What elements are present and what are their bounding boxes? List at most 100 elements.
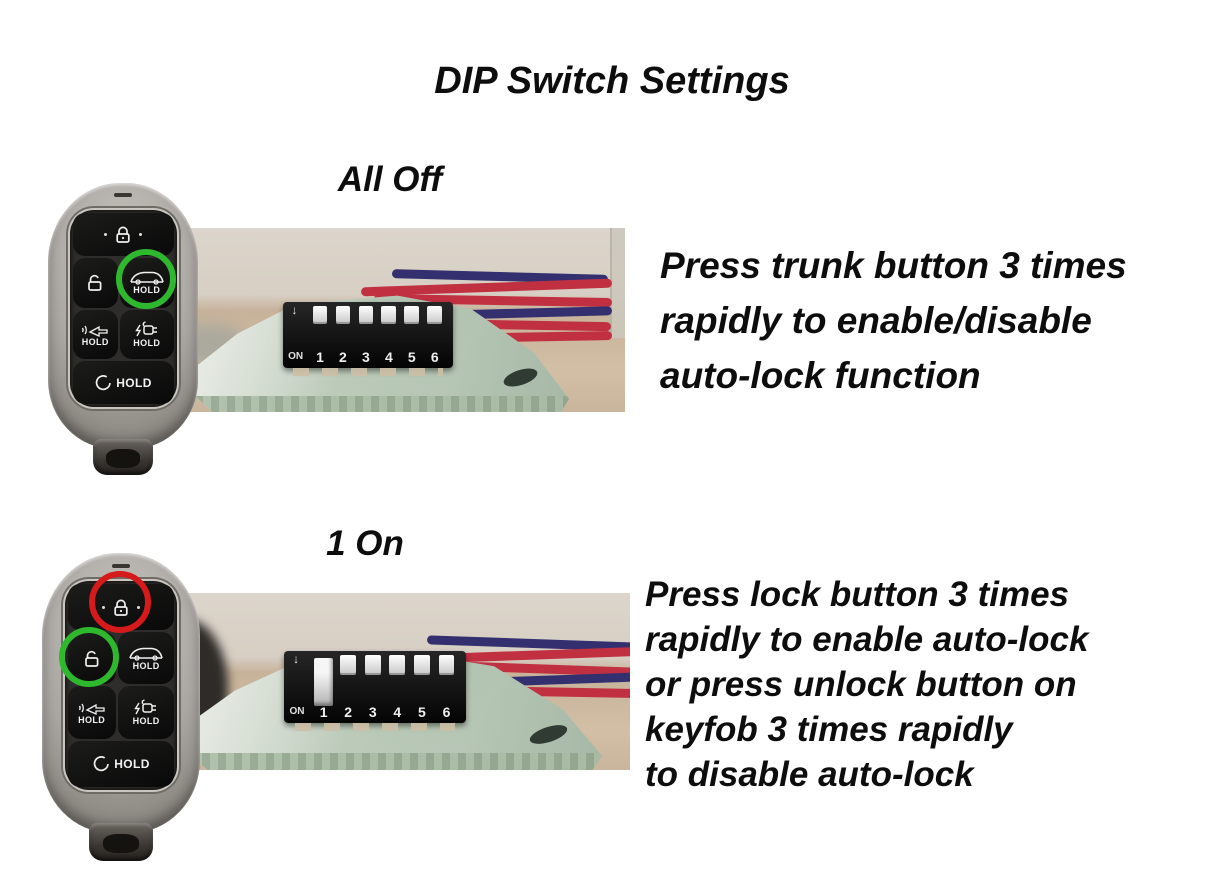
keyfob-row-3: HOLD HOLD (67, 686, 175, 740)
keyfob-lanyard-slot (111, 563, 131, 568)
horn-icon (78, 703, 105, 716)
dip-switch-6: 6 (434, 651, 459, 723)
dip-switch-row: 1 2 3 4 5 6 (311, 651, 458, 723)
unlock-button (72, 257, 119, 308)
dip-actuator-2 (340, 655, 357, 676)
dip-number: 6 (430, 349, 439, 366)
instruction-text-all-off: Press trunk button 3 times rapidly to en… (660, 238, 1127, 403)
keyfob-button-panel: HOLD HOLD (67, 207, 179, 410)
instruction-line: auto-lock function (660, 355, 981, 396)
trunk-highlight-ring (116, 249, 176, 309)
dip-switch-6: 6 (423, 302, 446, 368)
dip-actuator-3 (364, 655, 381, 676)
hold-label: HOLD (132, 716, 160, 727)
section-label-all-off: All Off (337, 160, 443, 199)
section-label-1-on: 1 On (326, 524, 404, 563)
instruction-line: Press trunk button 3 times (660, 245, 1127, 286)
keyfob-lanyard-slot (114, 193, 132, 198)
dip-number: 5 (418, 704, 426, 721)
dip-number: 6 (442, 704, 451, 721)
dip-number: 2 (339, 349, 347, 366)
dip-on-arrow: ↓ (293, 652, 300, 667)
dot (104, 232, 107, 236)
dip-on-label: ON (289, 705, 305, 717)
panic-button: HOLD (72, 309, 119, 360)
panic-button: HOLD (67, 686, 116, 740)
dip-switch-2: 2 (331, 302, 354, 368)
dip-actuator-5 (404, 305, 420, 325)
keyfob-key-release (93, 438, 153, 475)
dip-number: 5 (407, 349, 416, 366)
instruction-line: rapidly to enable/disable (660, 300, 1092, 341)
board-edge-texture (178, 753, 602, 770)
dip-number: 2 (344, 704, 353, 721)
dot (139, 232, 142, 236)
dip-actuator-4 (381, 305, 397, 325)
hold-label: HOLD (114, 756, 150, 771)
dip-switch-3: 3 (360, 651, 385, 723)
charge-button: HOLD (120, 309, 174, 360)
hold-label: HOLD (78, 715, 106, 726)
lock-icon (116, 226, 130, 243)
dip-actuator-6 (427, 305, 443, 325)
board-edge-texture (185, 396, 569, 412)
unlock-icon (88, 275, 102, 292)
dip-on-arrow: ↓ (291, 302, 298, 317)
horn-icon (82, 325, 108, 337)
dip-switch-1: 1 (309, 302, 332, 368)
lock-button (72, 212, 174, 256)
instruction-line: Press lock button 3 times (645, 575, 1070, 614)
dip-number: 1 (319, 704, 328, 721)
wall-corner (610, 228, 625, 339)
dip-number: 4 (384, 349, 393, 366)
dip-switch-block: ↓ ON 1 2 3 4 5 (284, 651, 466, 731)
trunk-button: HOLD (117, 631, 175, 685)
dip-actuator-3 (358, 305, 374, 325)
instruction-line: rapidly to enable auto-lock (645, 620, 1089, 659)
trunk-car-icon (129, 647, 163, 661)
remote-start-icon (95, 374, 111, 390)
keyfob-all-off: HOLD HOLD (48, 183, 198, 475)
instruction-text-1-on: Press lock button 3 times rapidly to ena… (645, 572, 1088, 797)
instruction-line: or press unlock button on (645, 665, 1077, 704)
instruction-line: keyfob 3 times rapidly (645, 710, 1013, 749)
hold-label: HOLD (132, 660, 160, 671)
lock-highlight-ring (89, 571, 151, 633)
dip-switch-1: 1 (311, 651, 336, 723)
dip-switch-block: ↓ ON 1 2 3 4 5 (283, 302, 453, 376)
keyfob-key-release (89, 822, 153, 861)
dip-actuator-6 (438, 655, 455, 676)
dip-actuator-1 (312, 305, 328, 325)
charger-plug-icon (134, 321, 157, 337)
dip-actuator-4 (389, 655, 406, 676)
dip-number: 4 (393, 704, 402, 721)
dip-switch-5: 5 (410, 651, 435, 723)
charge-button: HOLD (117, 686, 175, 740)
instruction-line: to disable auto-lock (645, 755, 974, 794)
hold-label: HOLD (116, 375, 152, 390)
dip-switch-4: 4 (385, 651, 410, 723)
dip-switch-4: 4 (377, 302, 400, 368)
unlock-highlight-ring (59, 627, 119, 687)
hold-label: HOLD (133, 337, 161, 348)
dip-actuator-2 (335, 305, 351, 325)
dip-on-label: ON (288, 351, 304, 363)
dip-actuator-5 (414, 655, 430, 676)
dip-switch-2: 2 (336, 651, 361, 723)
dip-switch-photo-all-off: ↓ ON 1 2 3 4 5 (185, 228, 625, 412)
page-title: DIP Switch Settings (434, 60, 790, 102)
dip-switch-row: 1 2 3 4 5 6 (309, 302, 447, 368)
dip-number: 3 (361, 349, 370, 366)
dip-switch-photo-1-on: ↓ ON 1 2 3 4 5 (178, 593, 630, 770)
keyfob-row-3: HOLD HOLD (72, 309, 174, 360)
charger-plug-icon (134, 699, 157, 715)
keyfob-1-on: HOLD HOLD (42, 553, 200, 861)
dip-number: 3 (368, 704, 377, 721)
remote-start-icon (93, 755, 109, 772)
remote-start-button: HOLD (72, 361, 174, 405)
dip-actuator-1 (313, 658, 334, 706)
dip-switch-5: 5 (400, 302, 423, 368)
dip-switch-3: 3 (354, 302, 377, 368)
remote-start-button: HOLD (67, 741, 175, 787)
